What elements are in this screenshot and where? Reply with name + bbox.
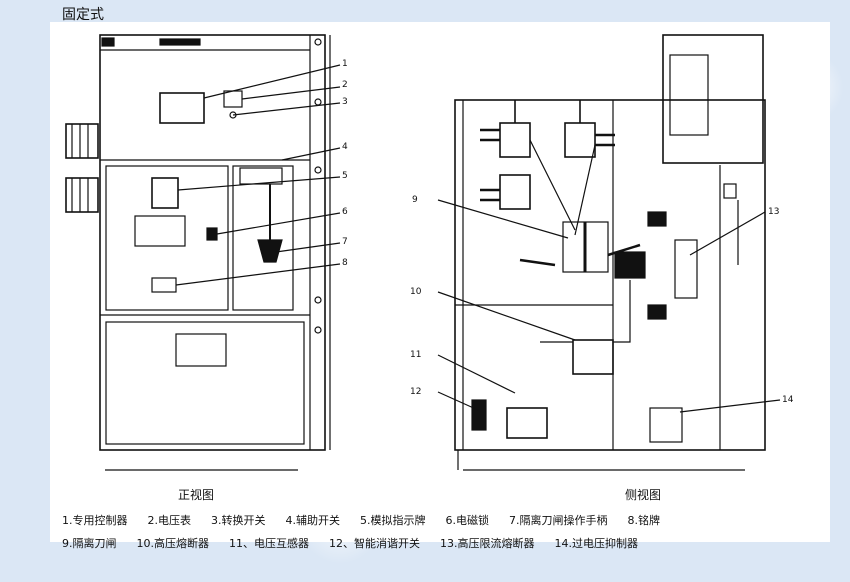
callout-12: 12	[410, 387, 422, 397]
callout-9: 9	[412, 195, 418, 205]
callout-10: 10	[410, 287, 422, 297]
side-view-caption: 侧视图	[625, 488, 662, 502]
callout-5: 5	[342, 171, 348, 181]
legend-item: 11、电压互感器	[229, 537, 309, 550]
callout-1: 1	[342, 59, 348, 69]
side-view	[437, 34, 781, 471]
callout-3: 3	[342, 97, 348, 107]
legend-item: 10.高压熔断器	[136, 537, 210, 550]
legend-item: 2.电压表	[147, 514, 192, 527]
front-view	[65, 34, 341, 471]
callout-6: 6	[342, 207, 348, 217]
page-title: 固定式	[62, 7, 104, 23]
legend-item: 9.隔离刀闸	[62, 537, 117, 550]
callout-4: 4	[342, 142, 348, 152]
legend-item: 13.高压限流熔断器	[440, 537, 535, 550]
callout-11: 11	[410, 350, 422, 360]
front-view-caption: 正视图	[178, 488, 215, 502]
legend-item: 3.转换开关	[211, 514, 266, 527]
legend-item: 12、智能消谐开关	[329, 537, 420, 550]
callout-7: 7	[342, 237, 348, 247]
drawing-sheet	[50, 22, 830, 542]
legend-item: 5.模拟指示牌	[360, 514, 426, 527]
legend-item: 7.隔离刀闸操作手柄	[509, 514, 608, 527]
callout-13: 13	[768, 207, 780, 217]
legend-item: 4.辅助开关	[285, 514, 341, 527]
legend-item: 1.专用控制器	[62, 514, 128, 527]
callout-8: 8	[342, 258, 348, 268]
legend-row-1: 1.专用控制器 2.电压表 3.转换开关 4.辅助开关 5.模拟指示牌 6.电磁…	[62, 512, 842, 528]
legend-row-2: 9.隔离刀闸 10.高压熔断器 11、电压互感器 12、智能消谐开关 13.高压…	[62, 535, 842, 551]
callout-14: 14	[782, 395, 794, 405]
callout-2: 2	[342, 80, 348, 90]
legend-item: 8.铭牌	[627, 514, 661, 527]
legend-item: 6.电磁锁	[445, 514, 490, 527]
legend-item: 14.过电压抑制器	[554, 537, 639, 550]
